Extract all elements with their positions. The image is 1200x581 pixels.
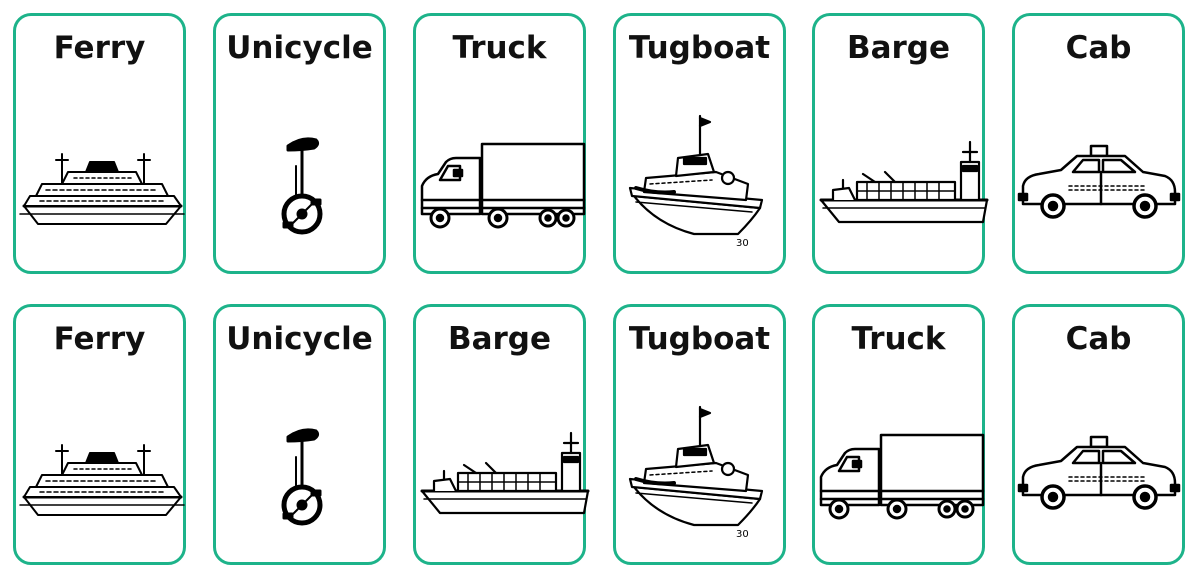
card-cab[interactable]: Cab <box>1012 13 1185 274</box>
card-unicycle[interactable]: Unicycle <box>213 304 386 565</box>
card-label: Truck <box>851 321 946 357</box>
card-truck[interactable]: Truck <box>812 304 985 565</box>
card-barge[interactable]: Barge <box>812 13 989 274</box>
card-ferry[interactable]: Ferry <box>13 304 186 565</box>
card-tugboat[interactable]: Tugboat <box>613 13 786 274</box>
barge-icon <box>420 431 590 515</box>
card-label: Unicycle <box>226 321 373 357</box>
card-label: Barge <box>846 30 951 66</box>
truck-icon <box>420 142 586 229</box>
card-label: Cab <box>1065 321 1132 357</box>
card-label: Barge <box>447 321 552 357</box>
cab-icon <box>1017 144 1181 219</box>
card-barge[interactable]: Barge <box>413 304 590 565</box>
card-label: Unicycle <box>226 30 373 66</box>
unicycle-icon <box>216 387 389 537</box>
barge-icon <box>819 140 989 224</box>
card-tugboat[interactable]: Tugboat <box>613 304 786 565</box>
ferry-icon <box>18 152 186 226</box>
card-cab[interactable]: Cab <box>1012 304 1185 565</box>
card-label: Truck <box>452 30 547 66</box>
card-truck[interactable]: Truck <box>413 13 586 274</box>
unicycle-icon <box>216 96 389 246</box>
tugboat-icon <box>628 114 764 251</box>
ferry-icon <box>18 443 186 517</box>
card-ferry[interactable]: Ferry <box>13 13 186 274</box>
truck-icon <box>819 433 985 520</box>
card-label: Ferry <box>53 321 146 357</box>
card-label: Tugboat <box>628 30 771 66</box>
card-unicycle[interactable]: Unicycle <box>213 13 386 274</box>
cab-icon <box>1017 435 1181 510</box>
tugboat-icon <box>628 405 764 542</box>
card-label: Tugboat <box>628 321 771 357</box>
card-label: Ferry <box>53 30 146 66</box>
card-label: Cab <box>1065 30 1132 66</box>
